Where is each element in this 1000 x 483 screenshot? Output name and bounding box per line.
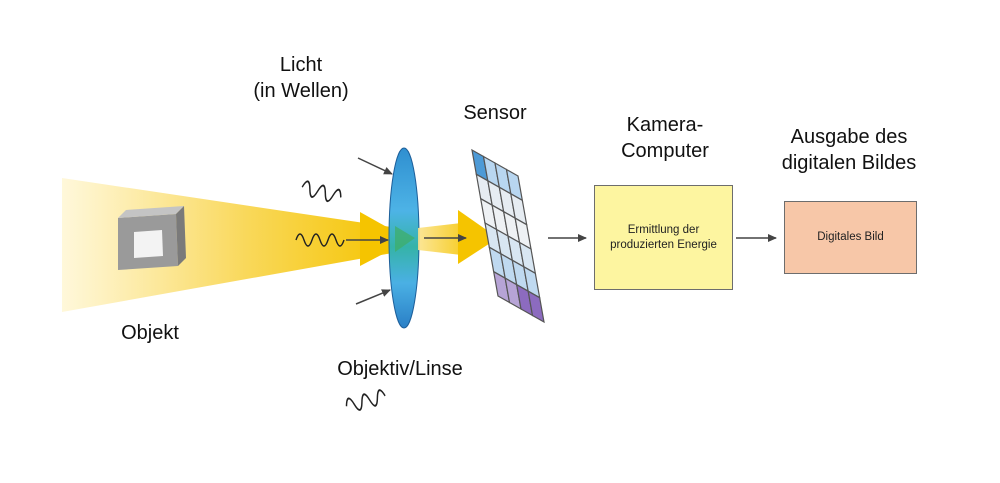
computer-box-line2: produzierten Energie	[610, 238, 717, 251]
output-box-text: Digitales Bild	[817, 231, 884, 243]
light-arrow-top	[357, 157, 393, 175]
lens-label: Objektiv/Linse	[337, 358, 463, 380]
sensor-grid-icon	[471, 148, 545, 324]
output-label: Ausgabe des digitalen Bildes	[764, 124, 934, 176]
computer-label-line1: Kamera-	[626, 114, 704, 136]
object-label: Objekt	[121, 322, 179, 344]
sensor-cell	[527, 290, 545, 324]
computer-label-line2: Computer	[621, 140, 709, 162]
light-beam	[62, 178, 398, 312]
computer-label: Kamera- Computer	[590, 112, 740, 164]
light-label-line2: (in Wellen)	[253, 80, 349, 102]
output-box: Digitales Bild	[784, 201, 917, 274]
light-arrow-bottom	[355, 289, 391, 305]
sensor-label: Sensor	[463, 102, 527, 124]
light-waves	[295, 180, 386, 411]
computer-box: Ermittlung der produzierten Energie	[594, 185, 733, 290]
lens-beam-highlight	[395, 226, 415, 252]
object-cube-icon	[118, 206, 186, 270]
computer-box-line1: Ermittlung der	[627, 223, 700, 236]
sensor-beam	[418, 222, 470, 256]
output-label-line2: digitalen Bildes	[781, 152, 917, 174]
sensor-beam-tip	[458, 210, 498, 264]
light-label: Licht (in Wellen)	[236, 52, 366, 104]
light-label-line1: Licht	[279, 54, 323, 76]
output-label-line1: Ausgabe des	[790, 126, 908, 148]
